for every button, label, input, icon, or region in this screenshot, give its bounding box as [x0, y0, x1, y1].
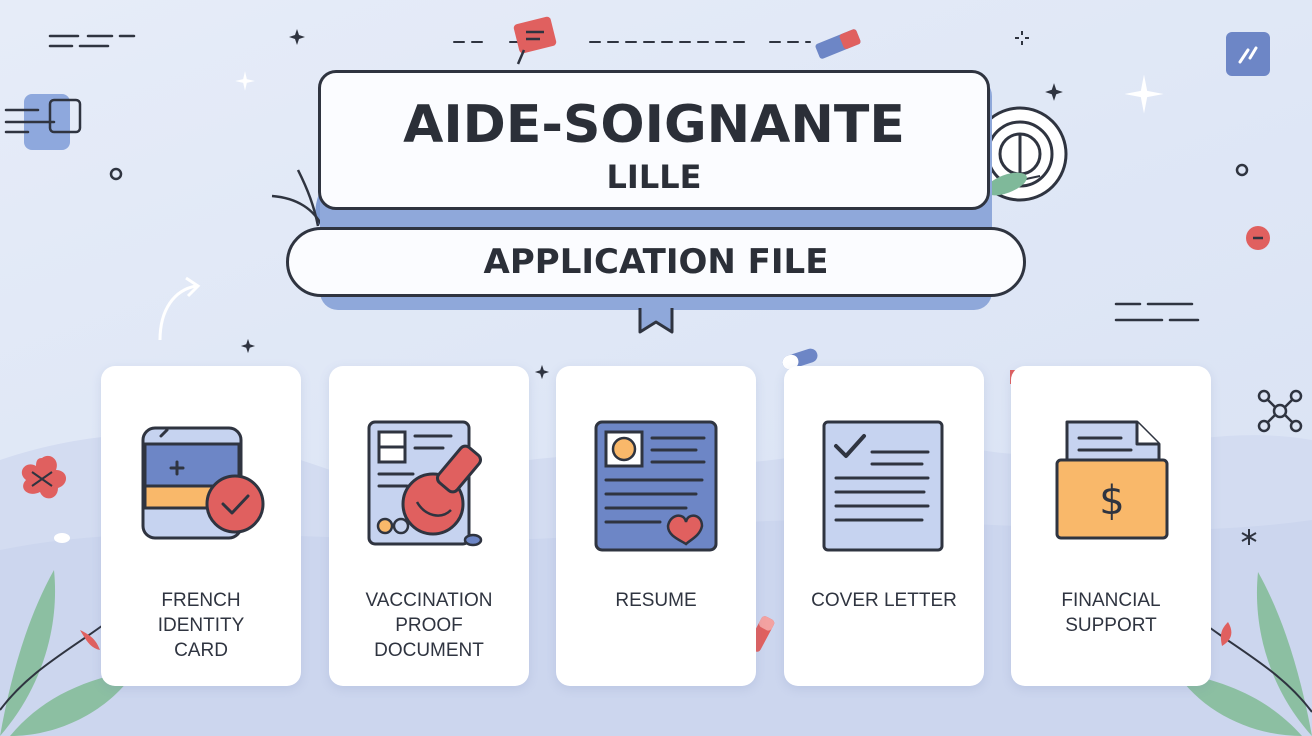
card-label-line: SUPPORT: [1065, 615, 1157, 636]
dashed-line-top-icon: [453, 41, 811, 43]
card-label-line: DOCUMENT: [374, 640, 484, 661]
ring-icon: [1235, 163, 1249, 177]
badge-icon: [1226, 32, 1270, 76]
cover-letter-check-icon: [822, 420, 944, 552]
resume-icon: [594, 420, 718, 552]
card-label: VACCINATION PROOF DOCUMENT: [339, 588, 519, 663]
speech-pointer-icon: [638, 308, 674, 334]
leaf-bottom-right-icon: [1176, 572, 1312, 736]
card-vaccination-proof: VACCINATION PROOF DOCUMENT: [329, 366, 529, 686]
tag-icon: [513, 16, 557, 65]
flower-icon: [21, 455, 67, 499]
curved-arrow-icon: [158, 276, 201, 341]
card-financial-support: $ FINANCIAL SUPPORT: [1011, 366, 1211, 686]
bandage-icon: [815, 29, 861, 59]
card-cover-letter: COVER LETTER: [784, 366, 984, 686]
card-label: COVER LETTER: [794, 588, 974, 613]
vaccination-stamp-icon: [367, 420, 483, 547]
id-card-check-icon: [141, 426, 265, 540]
sparkle-icon: [1124, 74, 1164, 114]
page-title: AIDE-SOIGNANTE: [403, 95, 905, 155]
sparkle-icon: [289, 29, 305, 45]
pill-capsule-icon: [782, 348, 818, 370]
dash-lines-top-left-icon: [48, 34, 136, 48]
ring-icon: [109, 167, 123, 181]
sparkle-icon: [240, 338, 256, 354]
dash-lines-right-icon: [1114, 302, 1200, 322]
card-label-line: FRENCH: [161, 590, 241, 611]
card-label-line: CARD: [174, 640, 228, 661]
card-french-identity: FRENCH IDENTITY CARD: [101, 366, 301, 686]
crosshair-icon: [1015, 31, 1029, 45]
molecule-icon: [1257, 389, 1303, 433]
card-label-line: IDENTITY: [157, 615, 245, 636]
card-label-line: FINANCIAL: [1061, 590, 1161, 611]
card-label-line: PROOF: [395, 615, 463, 636]
sparkle-icon: [1045, 83, 1063, 101]
card-resume: RESUME: [556, 366, 756, 686]
card-label-line: RESUME: [615, 590, 697, 611]
title-box: AIDE-SOIGNANTE LILLE: [318, 70, 990, 210]
banner-label: APPLICATION FILE: [483, 242, 829, 282]
card-label: FRENCH IDENTITY CARD: [111, 588, 291, 663]
sparkle-icon: [235, 71, 255, 91]
ring-icon: [54, 533, 70, 543]
card-label-line: VACCINATION: [365, 590, 493, 611]
leaf-bottom-left-icon: [0, 570, 136, 736]
dollar-folder-icon: $: [1055, 420, 1169, 540]
card-label: FINANCIAL SUPPORT: [1021, 588, 1201, 638]
dollar-sign-icon: $: [1099, 478, 1124, 524]
card-label-line: COVER LETTER: [811, 590, 957, 611]
asterisk-icon: [1241, 529, 1257, 545]
sparkle-icon: [534, 364, 550, 380]
page-subtitle: LILLE: [606, 158, 702, 196]
application-file-banner: APPLICATION FILE: [286, 227, 1026, 297]
card-label: RESUME: [566, 588, 746, 613]
scanner-icon: [4, 94, 82, 150]
minus-circle-icon: [1246, 226, 1270, 250]
